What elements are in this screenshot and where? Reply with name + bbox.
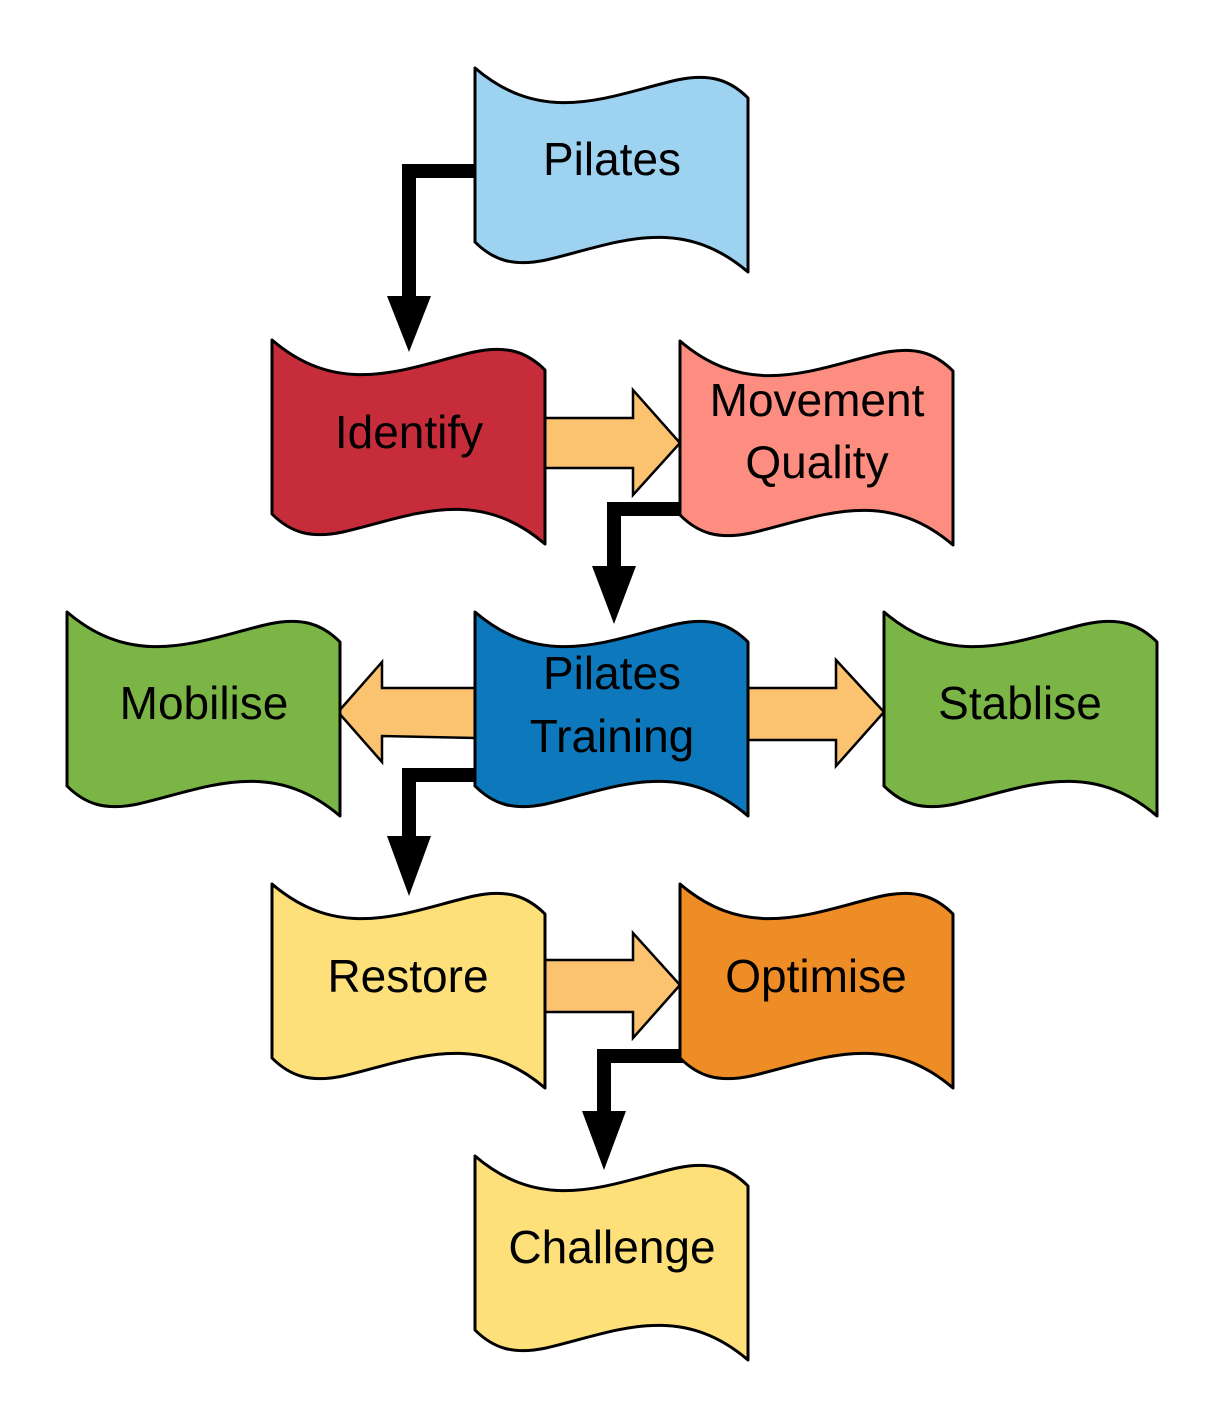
node-pilates-training-label-line2: Training [530, 710, 694, 762]
node-identify-label: Identify [335, 406, 483, 458]
node-pilates-label: Pilates [543, 133, 681, 185]
node-movement-quality-label-line1: Movement [710, 374, 925, 426]
node-pilates-training-shape [473, 610, 750, 818]
block-arrow-identify-to-movement-quality [543, 386, 682, 499]
block-arrow-training-to-stablise [746, 656, 886, 770]
connector-movement-quality-to-pilates-training [592, 502, 680, 624]
node-restore-shape [270, 882, 547, 1090]
node-challenge-label: Challenge [508, 1221, 715, 1273]
node-identify-shape [270, 338, 547, 546]
node-movement-quality-label-line2: Quality [745, 436, 888, 488]
connector-pilates-to-identify [387, 164, 475, 352]
node-optimise-label: Optimise [725, 950, 906, 1002]
node-challenge-shape [473, 1154, 750, 1362]
node-pilates-shape [473, 66, 750, 274]
node-mobilise-label: Mobilise [120, 677, 289, 729]
node-restore-label: Restore [327, 950, 488, 1002]
node-movement-quality-shape [678, 339, 955, 547]
connector-pilates-training-to-restore [387, 768, 475, 896]
connector-optimise-to-challenge [582, 1049, 684, 1170]
node-stablise-shape [882, 610, 1159, 818]
node-mobilise-shape [65, 610, 342, 818]
node-optimise-shape [678, 882, 955, 1090]
block-arrow-training-to-mobilise [336, 658, 477, 766]
node-stablise-label: Stablise [938, 677, 1102, 729]
node-pilates-training-label-line1: Pilates [543, 647, 681, 699]
block-arrow-restore-to-optimise [543, 929, 682, 1042]
